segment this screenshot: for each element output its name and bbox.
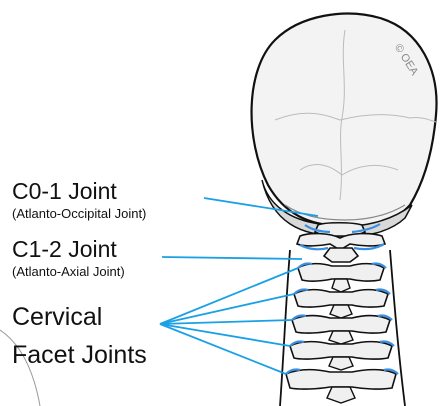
leader-line-c12 xyxy=(162,257,302,259)
upper-cervical-vertebrae xyxy=(297,223,385,262)
label-cervical: Cervical xyxy=(12,302,102,332)
label-facet-joints: Facet Joints xyxy=(12,340,147,370)
label-c12-subtitle: (Atlanto-Axial Joint) xyxy=(12,264,125,279)
leader-line-facet-3 xyxy=(160,320,292,324)
skull xyxy=(252,14,437,237)
leader-line-facet-2 xyxy=(160,294,294,324)
leader-line-facet-4 xyxy=(160,324,290,346)
label-c12-joint: C1-2 Joint xyxy=(12,236,117,262)
lower-cervical-vertebrae xyxy=(280,250,405,406)
leader-line-facet-1 xyxy=(160,268,298,324)
label-c01-subtitle: (Atlanto-Occipital Joint) xyxy=(12,206,146,221)
leader-line-facet-5 xyxy=(160,324,286,374)
label-c01-joint: C0-1 Joint xyxy=(12,178,117,204)
